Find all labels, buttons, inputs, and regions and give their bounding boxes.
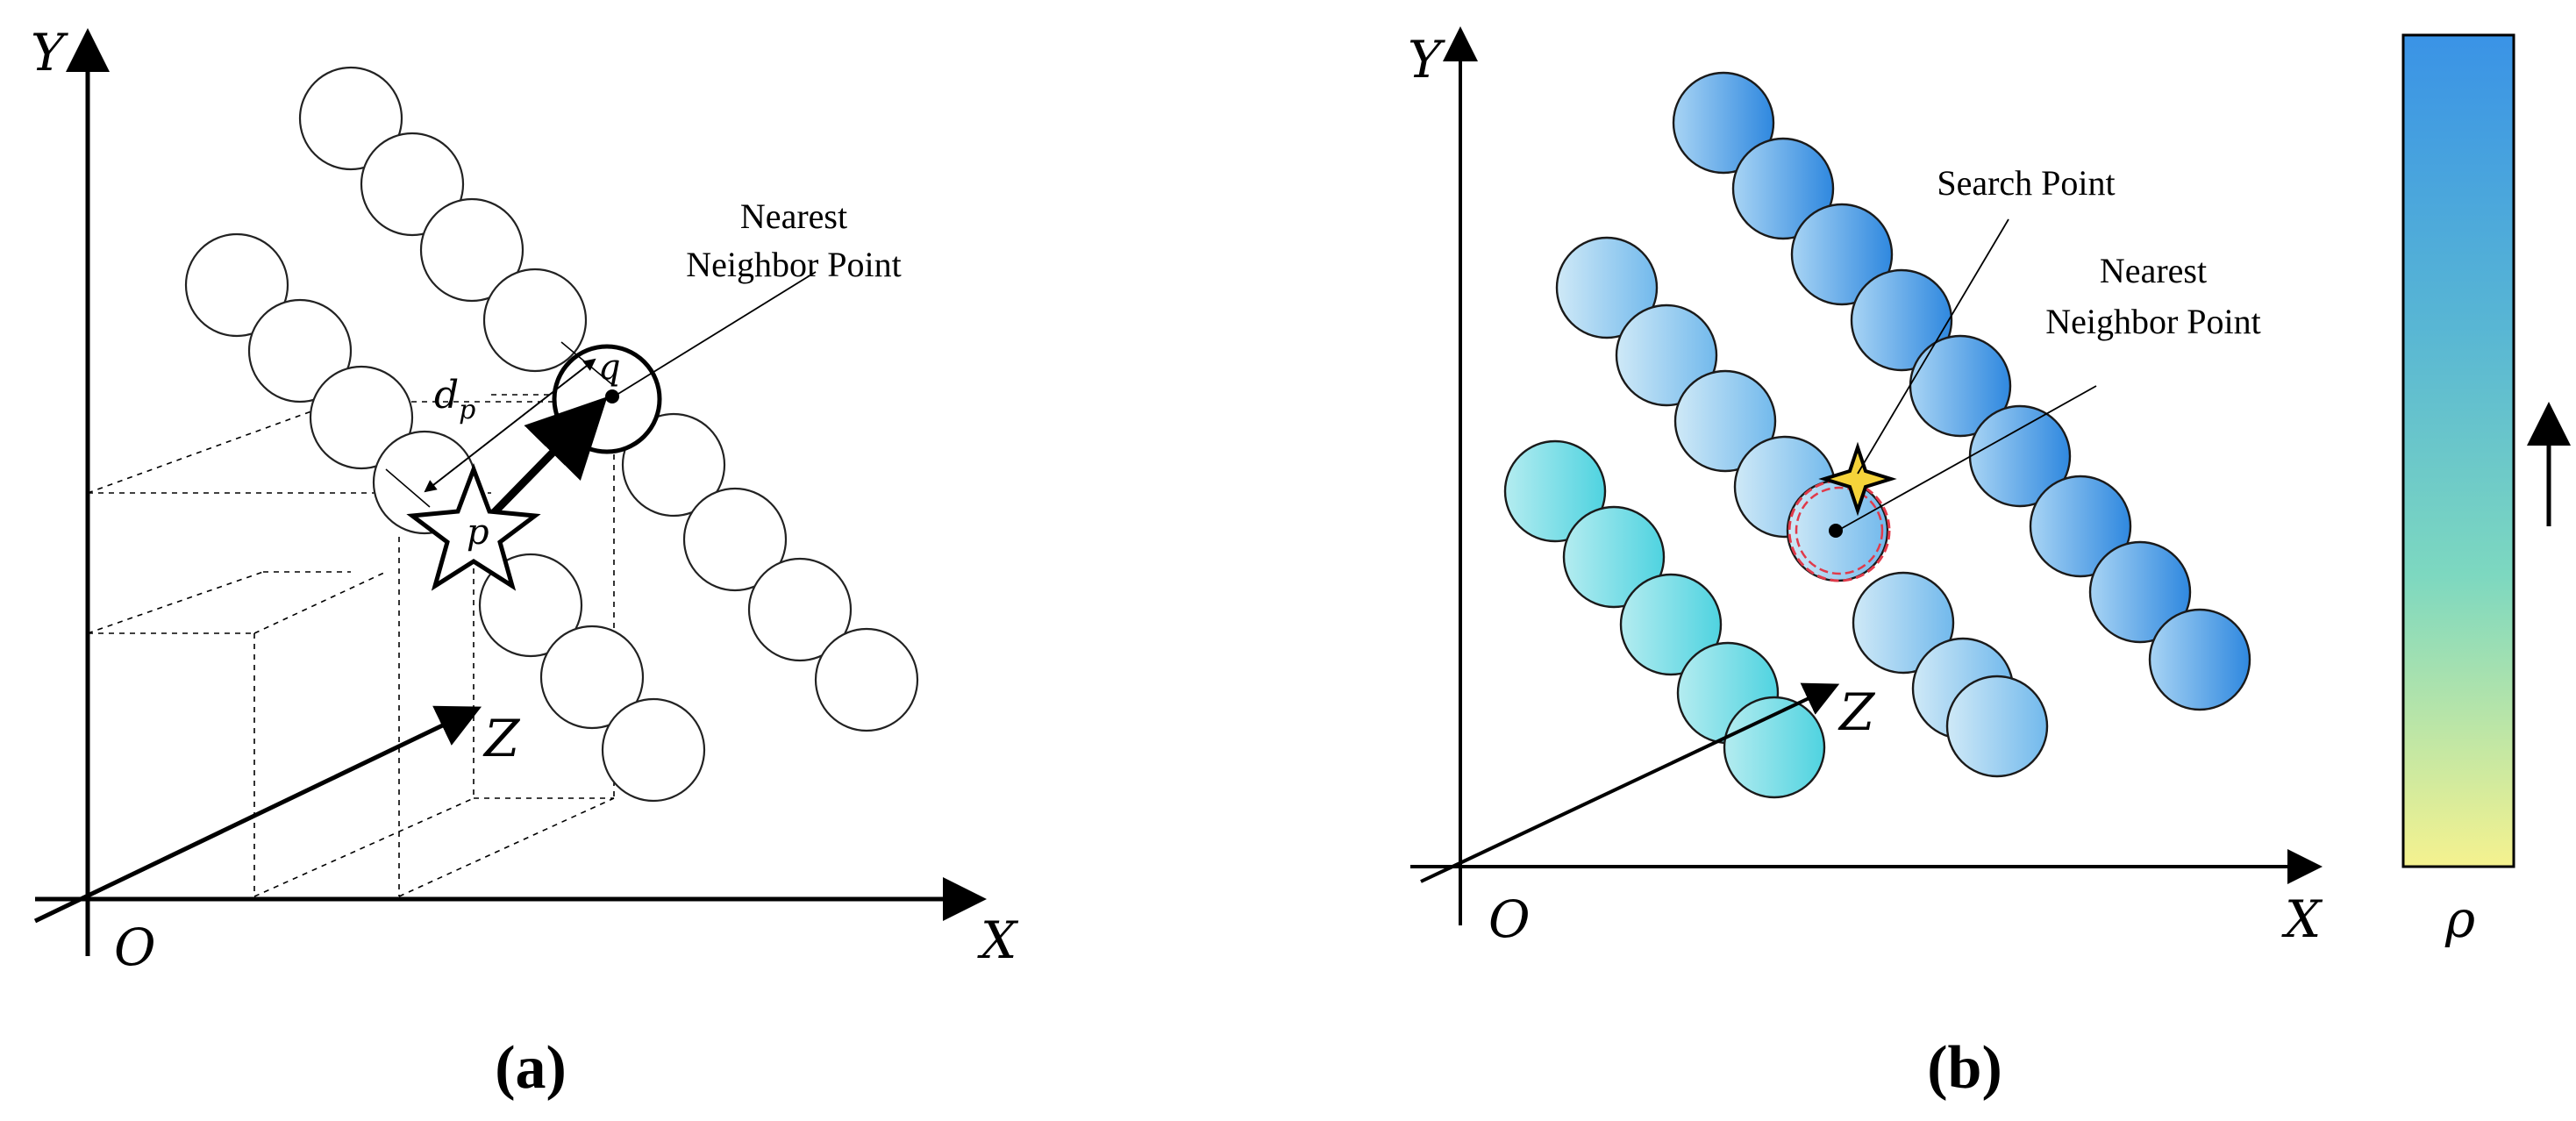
origin-label: O — [114, 918, 156, 977]
nearest-neighbor-dot — [1829, 524, 1843, 538]
colorbar: ρ — [2401, 33, 2571, 949]
z-axis-label: Z — [482, 709, 521, 768]
sphere — [1945, 675, 2049, 778]
sphere — [419, 197, 524, 303]
p-to-q-arrow — [477, 396, 608, 530]
x-axis-label: X — [2281, 889, 2323, 949]
p-label: p — [467, 512, 489, 553]
sphere — [1723, 696, 1826, 799]
annotation-line-2: Neighbor Point — [686, 245, 902, 284]
sphere — [1850, 268, 1953, 372]
distance-label: dp — [434, 373, 475, 425]
sphere — [814, 627, 919, 732]
caption-a: (a) — [495, 1034, 567, 1102]
annotation-line-1: Nearest — [740, 196, 847, 236]
sphere — [2088, 540, 2192, 644]
sphere — [601, 697, 706, 803]
sphere — [309, 365, 414, 470]
sphere — [1731, 137, 1835, 240]
search-point-label: Search Point — [1937, 163, 2115, 203]
sphere — [1673, 369, 1777, 473]
sphere — [621, 412, 726, 518]
colorbar-label: ρ — [2444, 889, 2475, 949]
sphere — [184, 232, 289, 338]
sphere — [298, 66, 403, 171]
sphere — [2148, 608, 2251, 711]
q-center-dot — [605, 389, 619, 403]
annotation-line-1: Nearest — [2100, 251, 2207, 290]
point-cloud-spheres — [184, 66, 919, 803]
panel-a: Y X Z O q p dp Nearest Neighbor Point (a… — [31, 23, 1019, 1102]
sphere — [247, 298, 353, 403]
nearest-neighbor-highlight — [1788, 479, 1891, 582]
axes-b — [1410, 26, 2323, 925]
panel-b: Y X Z O Search Point Nearest Neighbor Po… — [1408, 26, 2571, 1102]
annotation-leader — [613, 271, 817, 397]
sphere — [1503, 439, 1607, 543]
y-axis-label: Y — [1408, 30, 1445, 89]
y-axis-label: Y — [31, 23, 68, 82]
sphere-row-far — [1672, 71, 2251, 711]
colorbar-gradient — [2401, 33, 2515, 868]
sphere — [360, 132, 465, 237]
sphere-row-middle — [1555, 236, 2049, 778]
sphere — [539, 625, 645, 730]
sphere — [1615, 303, 1718, 407]
x-axis-label: X — [977, 910, 1019, 970]
distance-indicator — [385, 341, 615, 508]
dashed-projection-box — [87, 394, 615, 897]
annotation-line-2: Neighbor Point — [2045, 302, 2261, 341]
sphere — [482, 268, 588, 373]
q-label: q — [598, 347, 621, 388]
search-point-star — [406, 462, 541, 591]
origin-label: O — [1488, 889, 1531, 949]
sphere — [682, 487, 788, 592]
sphere — [1619, 573, 1723, 676]
nearest-neighbor-highlight-inner — [1795, 486, 1884, 575]
sphere — [1790, 203, 1894, 306]
sphere — [747, 557, 853, 662]
sphere — [1852, 571, 1955, 675]
annotation-leader — [1837, 385, 2097, 532]
sphere — [2029, 475, 2132, 578]
sphere — [1562, 505, 1666, 609]
axes-a — [33, 28, 987, 956]
sphere — [1555, 236, 1659, 339]
sphere-row-near — [1503, 439, 1826, 799]
search-point-star — [1818, 441, 1897, 517]
caption-b: (b) — [1927, 1034, 2002, 1102]
z-axis-label: Z — [1837, 682, 1876, 742]
search-point-leader — [1857, 218, 2009, 475]
sphere — [1672, 71, 1775, 175]
